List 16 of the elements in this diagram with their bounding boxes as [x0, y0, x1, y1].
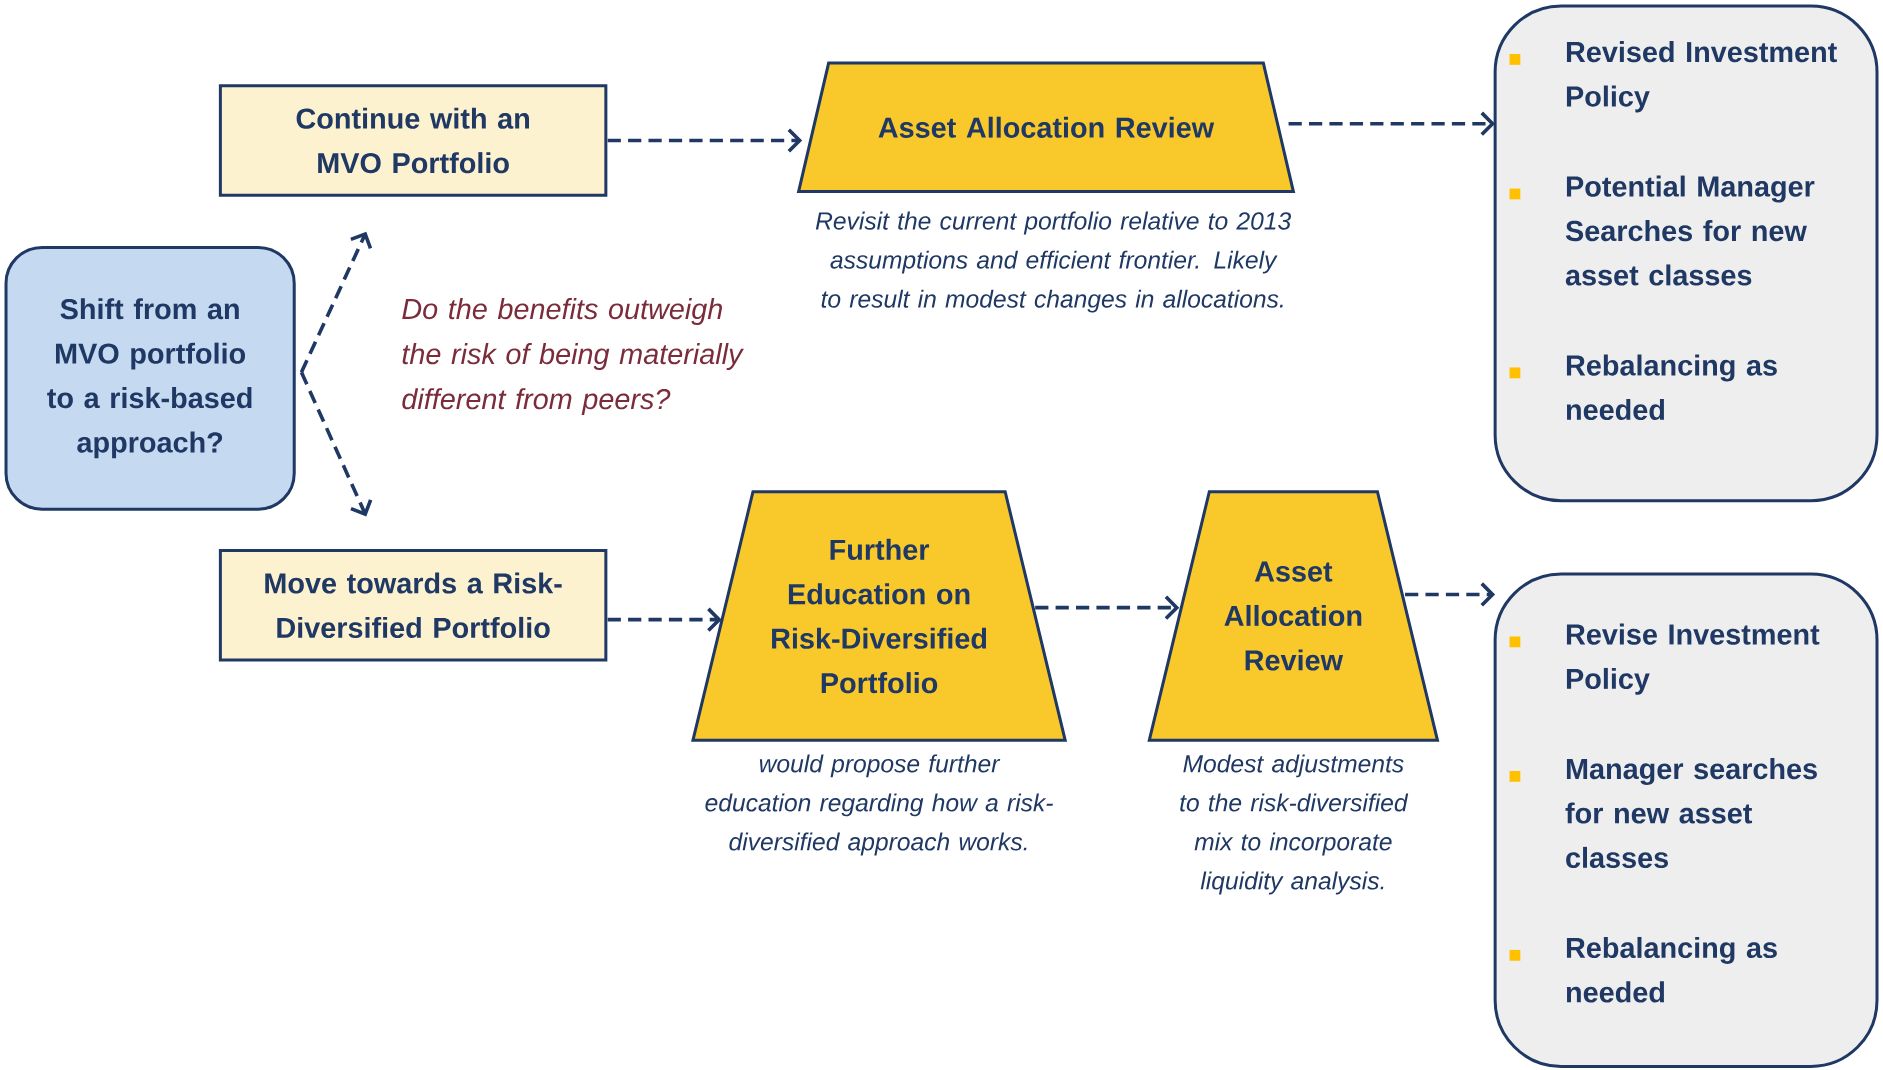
arrow	[299, 371, 373, 517]
decision-box: Shift from an MVO portfolio to a risk-based approach?	[4, 245, 296, 511]
question-text: Do the benefits outweigh the risk of being materially different from peers?	[402, 298, 744, 415]
arrow	[1035, 595, 1180, 620]
list-panel: Revise Investment Policy Manager searches for new asset classes Rebalancing as needed	[1493, 572, 1879, 1068]
caption-text: would propose further education regarding how a risk-diversified approach works.	[705, 754, 1053, 856]
arrow	[607, 607, 722, 632]
caption-text: Modest adjustments to the risk-diversified mix to incorporate liquidity analysis.	[1180, 754, 1409, 895]
caption-text: Revisit the current portfolio relative to 2013 assumptions and efficient frontier. Likely to result in modest changes in allocations.	[815, 211, 1291, 313]
arrow	[1288, 111, 1496, 136]
option-box: Continue with an MVO Portfolio	[218, 84, 608, 197]
arrow	[1405, 582, 1496, 607]
arrow	[607, 128, 803, 153]
option-box: Move towards a Risk-Diversified Portfolio	[218, 549, 608, 662]
arrow	[299, 231, 373, 374]
list-panel: Revised Investment Policy Potential Manager Searches for new asset classes Rebalancing as needed	[1493, 4, 1879, 503]
